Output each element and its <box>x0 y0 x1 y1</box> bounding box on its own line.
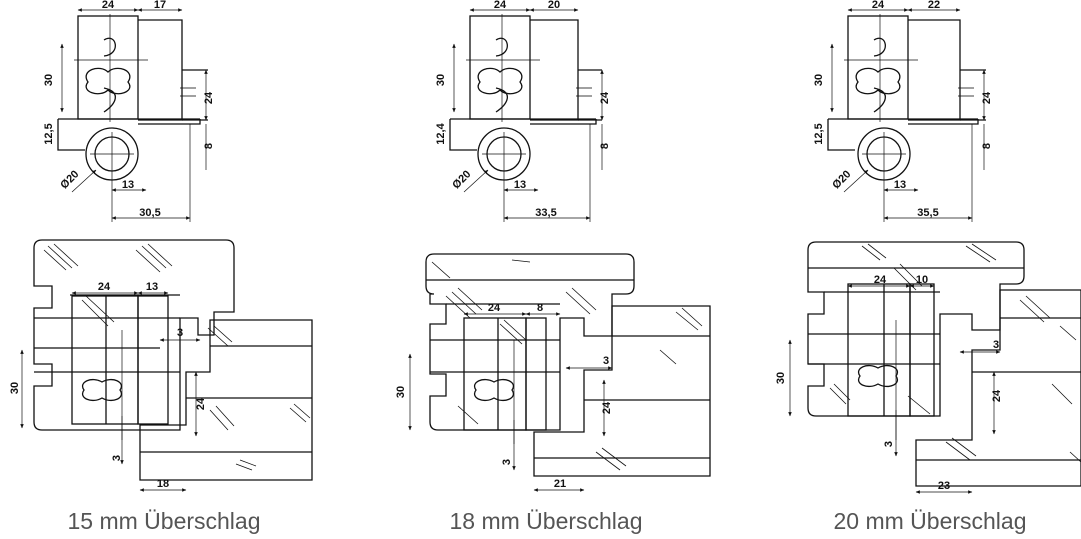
leaf-cutout-upper <box>103 37 116 57</box>
hinge-frame-plate <box>137 295 169 425</box>
dim-s-gap-bottom: 3 <box>883 441 895 447</box>
hinge-plate <box>463 317 527 431</box>
slot-hole <box>85 67 131 95</box>
dim-pin-offset: 8 <box>599 143 611 149</box>
section-slot-hole <box>81 378 123 402</box>
frame-profile <box>915 289 1081 487</box>
dim-diameter: Ø20 <box>58 168 81 191</box>
dim-diameter: Ø20 <box>830 168 853 191</box>
dim-s-width-frame: 21 <box>554 478 566 490</box>
dim-total: 33,5 <box>535 207 556 219</box>
hinge-top-view-20mm: 24 22 30 12,5 24 8 Ø20 13 35,5 <box>813 0 993 222</box>
dim-s-height-frame: 24 <box>601 401 613 414</box>
dim-s-width-frame: 18 <box>157 478 169 490</box>
caption-15mm: 15 mm Überschlag <box>67 508 261 534</box>
hinge-section-18mm: 24 8 3 30 24 3 21 <box>395 253 711 492</box>
hinge-frame-plate <box>909 283 935 417</box>
dim-width-b: 20 <box>548 0 560 11</box>
panel-20mm: 24 22 30 12,5 24 8 Ø20 13 35,5 <box>775 0 1081 494</box>
hinge-top-view-18mm: 24 20 30 12,4 24 8 Ø20 13 33,5 <box>435 0 611 222</box>
dim-height-leaf: 30 <box>435 74 447 86</box>
dim-offset-v: 12,5 <box>43 123 55 144</box>
dim-s-height-leaf: 30 <box>775 372 787 384</box>
sash-profile <box>807 241 1025 417</box>
caption-18mm: 18 mm Überschlag <box>449 508 643 534</box>
hinge-top-view-15mm: 24 17 30 12,5 24 8 Ø20 13 30,5 <box>43 0 215 222</box>
caption-20mm: 20 mm Überschlag <box>833 508 1027 534</box>
dim-s-width-b: 13 <box>146 281 158 293</box>
dim-s-height-frame: 24 <box>991 389 1003 402</box>
dim-s-width-b: 8 <box>537 302 543 314</box>
dim-s-gap-top: 3 <box>993 339 999 351</box>
dim-s-height-leaf: 30 <box>9 382 21 394</box>
hatching <box>43 243 311 471</box>
frame-profile <box>139 319 313 481</box>
hinge-section-20mm: 24 10 3 30 24 3 23 <box>775 241 1081 494</box>
dim-offset-v: 12,4 <box>435 122 447 144</box>
panel-18mm: 24 20 30 12,4 24 8 Ø20 13 33,5 <box>395 0 711 492</box>
dim-pin-offset: 8 <box>203 143 215 149</box>
dim-width-b: 22 <box>928 0 940 11</box>
dim-height-right: 24 <box>203 91 215 104</box>
dim-width-a: 24 <box>872 0 885 11</box>
frame-part-outline <box>138 19 183 121</box>
dim-s-width-a: 24 <box>874 274 887 286</box>
leaf-cutout-lower <box>103 87 116 113</box>
dim-total: 35,5 <box>917 207 938 219</box>
dim-height-leaf: 30 <box>43 74 55 86</box>
dim-width-b: 17 <box>154 0 166 11</box>
hinge-section-15mm: 24 13 3 30 24 3 18 <box>9 239 313 492</box>
dim-s-width-a: 24 <box>98 281 111 293</box>
dim-s-gap-bottom: 3 <box>111 455 123 461</box>
panel-15mm: 24 17 30 12,5 24 8 Ø20 13 30,5 <box>9 0 313 492</box>
dim-height-right: 24 <box>599 91 611 104</box>
dim-pin-offset: 8 <box>981 143 993 149</box>
dim-height-leaf: 30 <box>813 74 825 86</box>
dim-width-a: 24 <box>102 0 115 11</box>
frame-profile <box>533 305 711 477</box>
dim-axis-offset: 13 <box>514 179 526 191</box>
sash-profile <box>33 239 235 431</box>
dim-s-width-frame: 23 <box>938 480 950 492</box>
dim-s-width-a: 24 <box>488 302 501 314</box>
dim-line-diameter <box>71 169 97 193</box>
dim-diameter: Ø20 <box>450 168 473 191</box>
hinge-frame-plate <box>525 317 547 431</box>
dim-offset-v: 12,5 <box>813 123 825 144</box>
dim-s-gap-bottom: 3 <box>501 459 513 465</box>
dim-total: 30,5 <box>139 207 160 219</box>
leaf-base <box>57 119 85 151</box>
dim-axis-offset: 13 <box>122 179 134 191</box>
dim-s-gap-top: 3 <box>177 327 183 339</box>
dim-width-a: 24 <box>494 0 507 11</box>
hinge-plate <box>71 295 139 425</box>
dim-s-gap-top: 3 <box>603 355 609 367</box>
dim-axis-offset: 13 <box>894 179 906 191</box>
dim-height-right: 24 <box>981 91 993 104</box>
dim-s-height-leaf: 30 <box>395 386 407 398</box>
dim-s-height-frame: 24 <box>195 397 207 410</box>
frame-wing <box>138 119 201 125</box>
dim-s-width-b: 10 <box>916 274 928 286</box>
hinge-plate <box>847 283 911 417</box>
hinge-leaf-outline <box>77 15 139 120</box>
sash-profile <box>425 253 635 431</box>
